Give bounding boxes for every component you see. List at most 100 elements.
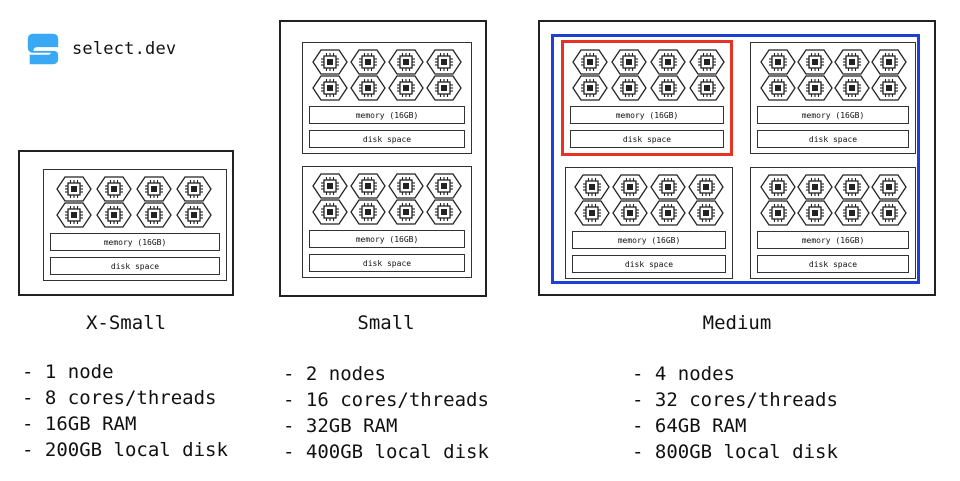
- cpu-core-icon: [871, 200, 907, 226]
- spec-list-small: 2 nodes 16 cores/threads 32GB RAM 400GB …: [283, 361, 489, 465]
- memory-bar: memory (16GB): [50, 233, 220, 251]
- cpu-core-icon: [176, 202, 212, 228]
- cpu-core-icon: [611, 75, 647, 101]
- cpu-core-icon: [312, 173, 348, 199]
- warehouse-title-small: Small: [357, 312, 415, 334]
- cpu-core-grid: [312, 49, 462, 101]
- spec-item: 1 node: [22, 359, 228, 385]
- warehouse-xsmall-container: memory (16GB) disk space: [18, 150, 234, 296]
- brand-name: select.dev: [72, 39, 177, 59]
- brand: select.dev: [24, 30, 176, 68]
- cpu-core-icon: [834, 174, 870, 200]
- cpu-core-icon: [136, 176, 172, 202]
- node: memory (16GB) disk space: [302, 166, 472, 278]
- disk-space-bar: disk space: [50, 257, 220, 275]
- spec-item: 64GB RAM: [632, 413, 838, 439]
- cpu-core-icon: [426, 75, 462, 101]
- warehouse-medium-container: memory (16GB) disk space: [538, 20, 936, 296]
- cpu-core-icon: [426, 49, 462, 75]
- cpu-core-icon: [312, 75, 348, 101]
- cpu-core-icon: [760, 49, 796, 75]
- cpu-core-icon: [388, 75, 424, 101]
- cpu-core-icon: [572, 75, 608, 101]
- cpu-core-icon: [612, 174, 648, 200]
- cpu-core-icon: [689, 49, 725, 75]
- node: memory (16GB) disk space: [565, 167, 733, 279]
- node: memory (16GB) disk space: [750, 42, 916, 154]
- cpu-core-icon: [96, 176, 132, 202]
- spec-item: 800GB local disk: [632, 439, 838, 465]
- cpu-core-grid: [572, 49, 725, 101]
- disk-space-bar: disk space: [757, 130, 909, 148]
- cpu-core-icon: [56, 176, 92, 202]
- cpu-core-icon: [797, 174, 833, 200]
- cpu-core-grid: [312, 173, 462, 225]
- spec-item: 32GB RAM: [283, 413, 489, 439]
- cpu-core-icon: [760, 200, 796, 226]
- disk-space-bar: disk space: [757, 255, 909, 273]
- memory-bar: memory (16GB): [757, 106, 909, 124]
- cpu-core-icon: [871, 49, 907, 75]
- cpu-core-icon: [136, 202, 172, 228]
- spec-item: 4 nodes: [632, 361, 838, 387]
- spec-item: 400GB local disk: [283, 439, 489, 465]
- memory-bar: memory (16GB): [572, 231, 726, 249]
- cpu-core-icon: [350, 75, 386, 101]
- memory-bar: memory (16GB): [309, 106, 465, 124]
- cpu-core-grid: [760, 49, 907, 101]
- spec-item: 8 cores/threads: [22, 385, 228, 411]
- cpu-core-icon: [797, 75, 833, 101]
- select-logo-icon: [27, 33, 59, 65]
- cpu-core-icon: [688, 174, 724, 200]
- cpu-core-icon: [611, 49, 647, 75]
- memory-bar: memory (16GB): [757, 231, 909, 249]
- node-highlighted: memory (16GB)disk space: [561, 40, 733, 156]
- cpu-core-icon: [388, 173, 424, 199]
- cpu-core-icon: [426, 199, 462, 225]
- cpu-core-grid: [56, 176, 212, 228]
- spec-list-xsmall: 1 node 8 cores/threads 16GB RAM 200GB lo…: [22, 359, 228, 463]
- cpu-core-icon: [760, 174, 796, 200]
- memory-bar: memory (16GB): [309, 230, 465, 248]
- cpu-core-icon: [650, 75, 686, 101]
- cpu-core-icon: [834, 200, 870, 226]
- cpu-core-icon: [834, 75, 870, 101]
- spec-item: 200GB local disk: [22, 437, 228, 463]
- cpu-core-icon: [650, 200, 686, 226]
- cpu-core-icon: [612, 200, 648, 226]
- spec-item: 32 cores/threads: [632, 387, 838, 413]
- cpu-core-icon: [350, 199, 386, 225]
- cpu-core-icon: [574, 174, 610, 200]
- disk-space-bar: disk space: [309, 254, 465, 272]
- cpu-core-icon: [871, 75, 907, 101]
- cpu-core-icon: [797, 200, 833, 226]
- cpu-core-icon: [176, 176, 212, 202]
- spec-list-medium: 4 nodes 32 cores/threads 64GB RAM 800GB …: [632, 361, 838, 465]
- cpu-core-icon: [834, 49, 870, 75]
- cpu-core-icon: [574, 200, 610, 226]
- warehouse-title-xsmall: X-Small: [85, 312, 167, 334]
- node: memory (16GB) disk space: [750, 167, 916, 279]
- cpu-core-icon: [312, 199, 348, 225]
- cpu-core-icon: [871, 174, 907, 200]
- cpu-core-icon: [688, 200, 724, 226]
- cpu-core-icon: [350, 49, 386, 75]
- cpu-core-icon: [650, 174, 686, 200]
- spec-item: 2 nodes: [283, 361, 489, 387]
- cluster-highlight-box: [551, 34, 920, 284]
- cpu-core-icon: [312, 49, 348, 75]
- cpu-core-icon: [56, 202, 92, 228]
- warehouse-small-container: memory (16GB) disk space: [279, 20, 487, 297]
- node: memory (16GB) disk space: [302, 42, 472, 154]
- cpu-core-grid: [574, 174, 724, 226]
- spec-item: 16 cores/threads: [283, 387, 489, 413]
- memory-bar: memory (16GB): [570, 106, 724, 124]
- disk-space-bar: disk space: [572, 255, 726, 273]
- cpu-core-icon: [388, 199, 424, 225]
- cpu-core-grid: [760, 174, 907, 226]
- cpu-core-icon: [650, 49, 686, 75]
- cpu-core-icon: [426, 173, 462, 199]
- cpu-core-icon: [760, 75, 796, 101]
- disk-space-bar: disk space: [309, 130, 465, 148]
- cpu-core-icon: [797, 49, 833, 75]
